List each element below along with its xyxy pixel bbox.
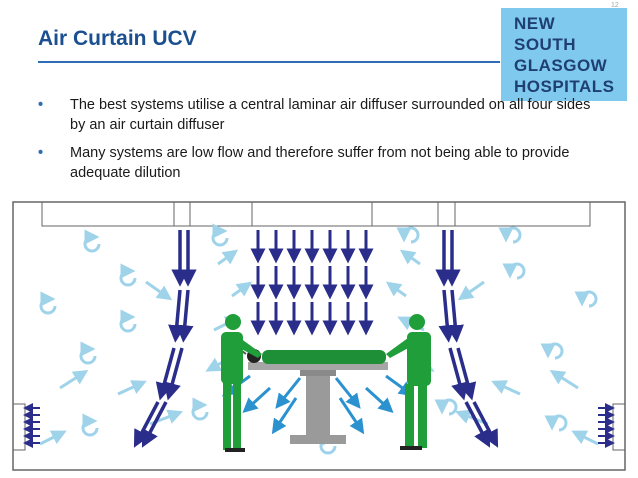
bullet-marker: •: [38, 145, 44, 161]
logo-line-1: NEW: [514, 14, 556, 33]
swirl-arrow: [498, 226, 522, 244]
air-curtain: [133, 230, 499, 448]
swirl-arrow: [119, 263, 137, 287]
curtain-arrow: [446, 289, 464, 343]
room-air-arrow: [399, 249, 421, 266]
page-number: 12: [611, 2, 619, 9]
air-curtain-diagram: [12, 201, 626, 471]
bullet-item: • Many systems are low flow and therefor…: [38, 143, 598, 183]
curtain-arrow: [133, 401, 160, 448]
swirl-arrow: [191, 397, 209, 421]
turbulent-arrow: [338, 397, 365, 435]
turbulent-arrow: [275, 377, 302, 409]
patient: [237, 347, 386, 364]
turbulent-flow: [221, 374, 415, 435]
swirl-arrow: [83, 229, 101, 253]
swirl-arrow: [574, 290, 598, 308]
bullet-text: The best systems utilise a central lamin…: [70, 97, 591, 133]
turbulent-arrow: [364, 386, 394, 414]
curtain-arrow: [456, 347, 477, 401]
turbulent-arrow: [271, 397, 298, 435]
swirl-arrow: [434, 398, 458, 416]
wall-vents: [12, 403, 626, 451]
logo-line-2: SOUTH: [514, 35, 576, 54]
room-air-arrow: [385, 281, 407, 298]
ceiling-diffuser: [41, 201, 591, 227]
bullet-text: Many systems are low flow and therefore …: [70, 145, 570, 181]
room-air-arrow: [59, 369, 89, 390]
bullet-item: • The best systems utilise a central lam…: [38, 95, 598, 135]
logo-line-3: GLASGOW: [514, 56, 608, 75]
swirl-arrow: [211, 223, 229, 247]
room-air-arrow: [457, 280, 485, 301]
swirl-arrow: [540, 342, 564, 360]
surgeon-left: [221, 314, 262, 452]
room-air-arrow: [549, 369, 579, 390]
curtain-arrow: [163, 347, 184, 401]
curtain-arrow: [472, 401, 499, 448]
operating-table: [248, 362, 388, 444]
turbulent-arrow: [242, 386, 272, 414]
room-air-arrow: [231, 281, 253, 298]
room-air-arrow: [217, 249, 239, 266]
bullet-list: • The best systems utilise a central lam…: [38, 95, 598, 191]
turbulent-arrow: [385, 374, 415, 397]
swirl-arrow: [502, 262, 526, 280]
room-air-arrow: [117, 380, 147, 396]
swirl-arrow: [39, 291, 57, 315]
curtain-arrow: [176, 289, 194, 343]
slide-title: Air Curtain UCV: [38, 27, 197, 50]
swirl-arrow: [79, 341, 97, 365]
room-air-arrow: [571, 430, 599, 446]
swirl-arrow: [119, 309, 137, 333]
room-air-arrow: [39, 430, 67, 446]
swirl-arrow: [544, 414, 568, 432]
nhs-logo: NEW SOUTH GLASGOW HOSPITALS: [501, 8, 627, 101]
bullet-marker: •: [38, 97, 44, 113]
room-air-arrow: [491, 380, 521, 396]
laminar-flow: [250, 230, 374, 336]
curtain-arrow: [438, 289, 456, 343]
turbulent-arrow: [334, 377, 361, 409]
swirl-arrow: [81, 413, 99, 437]
swirl-arrow: [396, 226, 420, 244]
title-rule: [38, 61, 500, 63]
curtain-arrow: [141, 401, 168, 448]
logo-line-4: HOSPITALS: [514, 77, 615, 96]
room-air-arrow: [145, 280, 173, 301]
curtain-arrow: [168, 289, 186, 343]
surgeon-right: [386, 314, 431, 450]
